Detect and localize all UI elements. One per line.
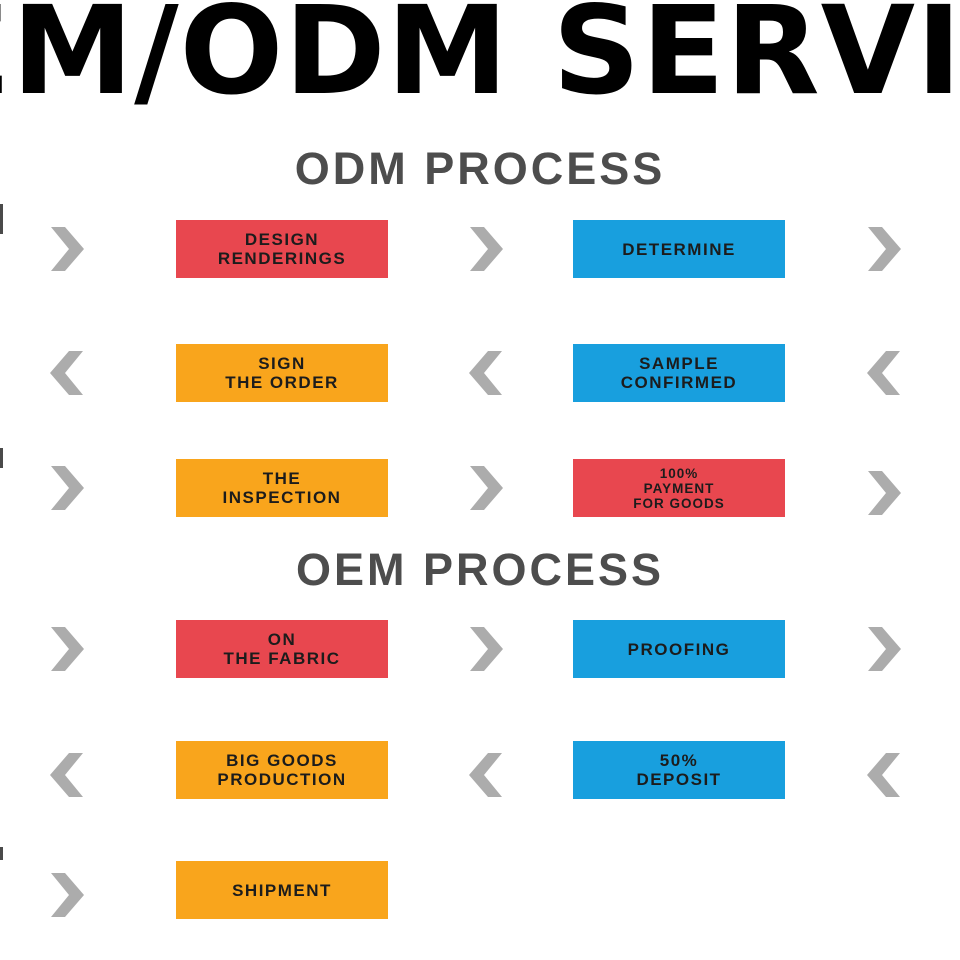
chevron-left-icon: [467, 351, 505, 395]
step-label-line: INSPECTION: [222, 488, 342, 507]
step-label-line: SAMPLE: [639, 354, 719, 373]
page-title: OEM/ODM SERVICE: [0, 0, 960, 122]
process-row: SHIPMENT: [0, 861, 960, 919]
step-label-line: BIG GOODS: [226, 751, 338, 770]
chevron-right-icon: [865, 471, 903, 515]
chevron-right-icon: [48, 873, 86, 917]
chevron-right-icon: [48, 227, 86, 271]
process-row: THE INSPECTION 100% PAYMENT FOR GOODS: [0, 459, 960, 517]
step-label-line: 50%: [659, 751, 699, 770]
process-row: SIGN THE ORDER SAMPLE CONFIRMED: [0, 344, 960, 402]
process-step-box: SIGN THE ORDER: [176, 344, 388, 402]
process-row: ON THE FABRIC PROOFING: [0, 620, 960, 678]
step-label-line: RENDERINGS: [217, 249, 347, 268]
step-label-line: ON: [267, 630, 297, 649]
process-step-box: DESIGN RENDERINGS: [176, 220, 388, 278]
step-label-line: PROOFING: [627, 639, 731, 659]
step-label-line: DEPOSIT: [636, 770, 722, 789]
chevron-left-icon: [48, 753, 86, 797]
process-step-box: SAMPLE CONFIRMED: [573, 344, 785, 402]
crop-artifact: [0, 204, 3, 234]
process-step-box: 50% DEPOSIT: [573, 741, 785, 799]
process-step-box: ON THE FABRIC: [176, 620, 388, 678]
step-label-line: THE: [262, 469, 302, 488]
section-heading-odm: ODM PROCESS: [294, 143, 666, 194]
step-label-line: DETERMINE: [622, 239, 736, 259]
process-step-box: THE INSPECTION: [176, 459, 388, 517]
process-step-box: 100% PAYMENT FOR GOODS: [573, 459, 785, 517]
chevron-right-icon: [467, 227, 505, 271]
chevron-right-icon: [467, 627, 505, 671]
chevron-left-icon: [865, 351, 903, 395]
step-label-line: 100%: [659, 465, 699, 481]
chevron-right-icon: [467, 466, 505, 510]
process-row: BIG GOODS PRODUCTION 50% DEPOSIT: [0, 741, 960, 799]
process-step-box: SHIPMENT: [176, 861, 388, 919]
step-label-line: CONFIRMED: [620, 373, 738, 392]
crop-artifact: [0, 448, 3, 468]
step-label-line: PRODUCTION: [217, 770, 347, 789]
chevron-right-icon: [865, 627, 903, 671]
chevron-left-icon: [865, 753, 903, 797]
step-label-line: SHIPMENT: [232, 880, 332, 900]
process-row: DESIGN RENDERINGS DETERMINE: [0, 220, 960, 278]
crop-artifact: [0, 847, 3, 860]
chevron-right-icon: [865, 227, 903, 271]
step-label-line: THE FABRIC: [223, 649, 341, 668]
chevron-left-icon: [48, 351, 86, 395]
chevron-left-icon: [467, 753, 505, 797]
chevron-right-icon: [48, 627, 86, 671]
step-label-line: SIGN: [258, 354, 306, 373]
step-label-line: DESIGN: [244, 230, 320, 249]
process-step-box: PROOFING: [573, 620, 785, 678]
process-step-box: DETERMINE: [573, 220, 785, 278]
process-step-box: BIG GOODS PRODUCTION: [176, 741, 388, 799]
section-heading-oem: OEM PROCESS: [295, 544, 665, 595]
step-label-line: THE ORDER: [225, 373, 339, 392]
step-label-line: FOR GOODS: [633, 495, 725, 511]
chevron-right-icon: [48, 466, 86, 510]
step-label-line: PAYMENT: [643, 480, 715, 496]
